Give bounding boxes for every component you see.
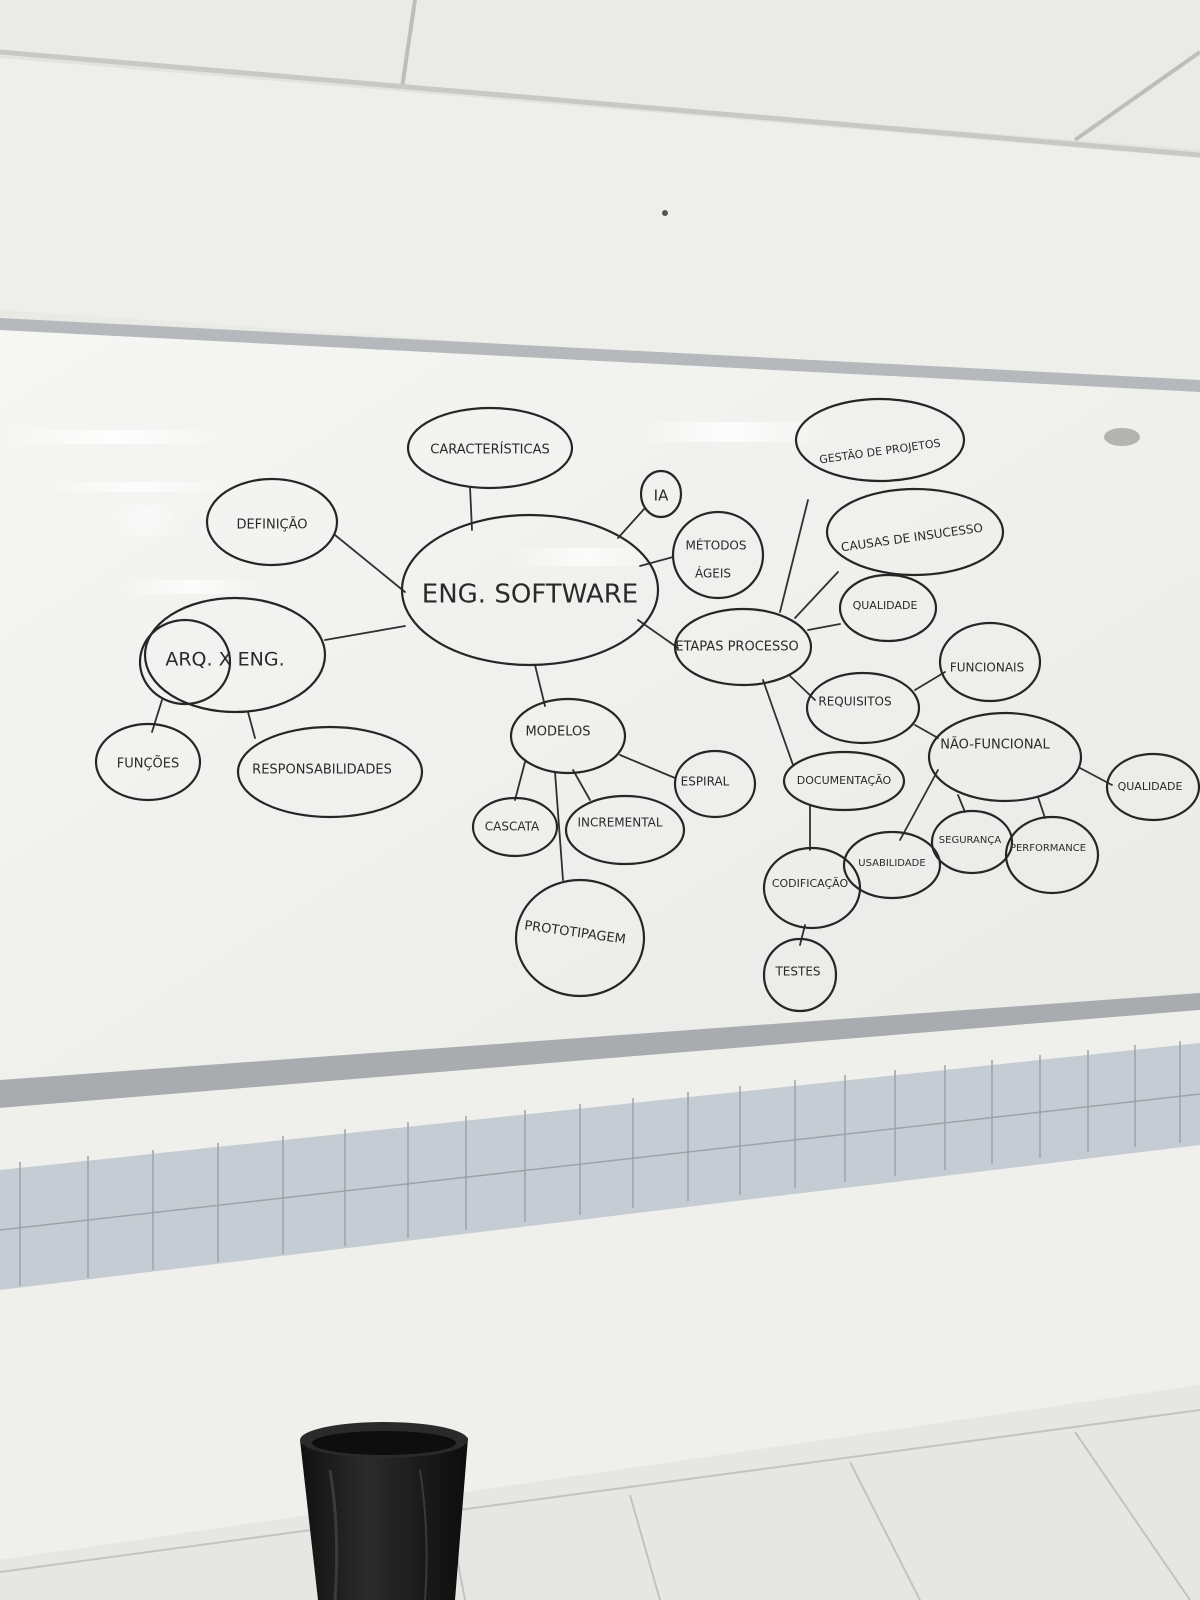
node-ia: IA xyxy=(639,469,683,519)
lower-wall xyxy=(0,1010,1200,1560)
node-funcionais: FUNCIONAIS xyxy=(938,621,1042,703)
node-nao-funcional: NÃO-FUNCIONAL xyxy=(927,711,1083,803)
node-label: ESPIRAL xyxy=(681,775,730,789)
node-label: FUNCIONAIS xyxy=(950,661,1024,675)
trash-bin-icon xyxy=(300,1422,468,1600)
node-cascata: CASCATA xyxy=(471,796,559,858)
node-testes: TESTES xyxy=(762,937,838,1013)
node-label: TESTES xyxy=(774,965,820,979)
node-incremental: INCREMENTAL xyxy=(564,794,686,866)
node-label: NÃO-FUNCIONAL xyxy=(940,737,1050,753)
node-label: CARACTERÍSTICAS xyxy=(430,442,550,458)
node-label: IA xyxy=(654,487,669,505)
node-label: USABILIDADE xyxy=(858,858,925,869)
node-qualidade-2: QUALIDADE xyxy=(1105,752,1200,822)
node-label: DOCUMENTAÇÃO xyxy=(797,774,892,787)
node-codificacao: CODIFICAÇÃO xyxy=(762,846,862,930)
wall-upper xyxy=(0,58,1200,390)
node-label: REQUISITOS xyxy=(818,695,891,709)
node-label: CASCATA xyxy=(485,820,540,834)
node-label: ÁGEIS xyxy=(695,566,731,581)
node-responsabilidades: RESPONSABILIDADES xyxy=(236,725,424,819)
node-modelos: MODELOS xyxy=(509,697,627,775)
node-label: QUALIDADE xyxy=(1118,780,1183,793)
node-label: PERFORMANCE xyxy=(1010,843,1086,854)
node-seguranca: SEGURANÇA xyxy=(930,809,1014,875)
node-requisitos: REQUISITOS xyxy=(805,671,921,745)
node-label: INCREMENTAL xyxy=(577,816,662,830)
node-label: ARQ. X ENG. xyxy=(165,649,284,671)
node-label: CODIFICAÇÃO xyxy=(772,877,849,890)
tile-band xyxy=(0,1043,1200,1290)
node-label: DEFINIÇÃO xyxy=(236,517,307,533)
node-caracteristicas: CARACTERÍSTICAS xyxy=(406,406,574,490)
node-label: SEGURANÇA xyxy=(939,835,1002,846)
node-usabilidade: USABILIDADE xyxy=(842,830,942,900)
node-etapas-processo: ETAPAS PROCESSO xyxy=(673,607,813,687)
node-funcoes: FUNÇÕES xyxy=(94,722,202,802)
node-label: QUALIDADE xyxy=(853,599,918,612)
node-metodos-ageis: MÉTODOS ÁGEIS xyxy=(671,510,765,600)
node-arq-x-eng: ARQ. X ENG. xyxy=(138,596,327,714)
node-label: ENG. SOFTWARE xyxy=(422,580,638,610)
node-label: MODELOS xyxy=(526,725,591,740)
node-qualidade-1: QUALIDADE xyxy=(838,573,938,643)
node-label: ETAPAS PROCESSO xyxy=(675,640,798,655)
node-definicao: DEFINIÇÃO xyxy=(205,477,339,567)
node-eng-software: ENG. SOFTWARE xyxy=(400,513,660,667)
node-documentacao: DOCUMENTAÇÃO xyxy=(782,750,906,812)
node-label: FUNÇÕES xyxy=(117,756,180,772)
node-performance: PERFORMANCE xyxy=(1004,815,1100,895)
node-label: MÉTODOS xyxy=(685,538,746,553)
floor xyxy=(0,1385,1200,1600)
node-espiral: ESPIRAL xyxy=(673,749,757,819)
node-label: RESPONSABILIDADES xyxy=(252,763,392,778)
